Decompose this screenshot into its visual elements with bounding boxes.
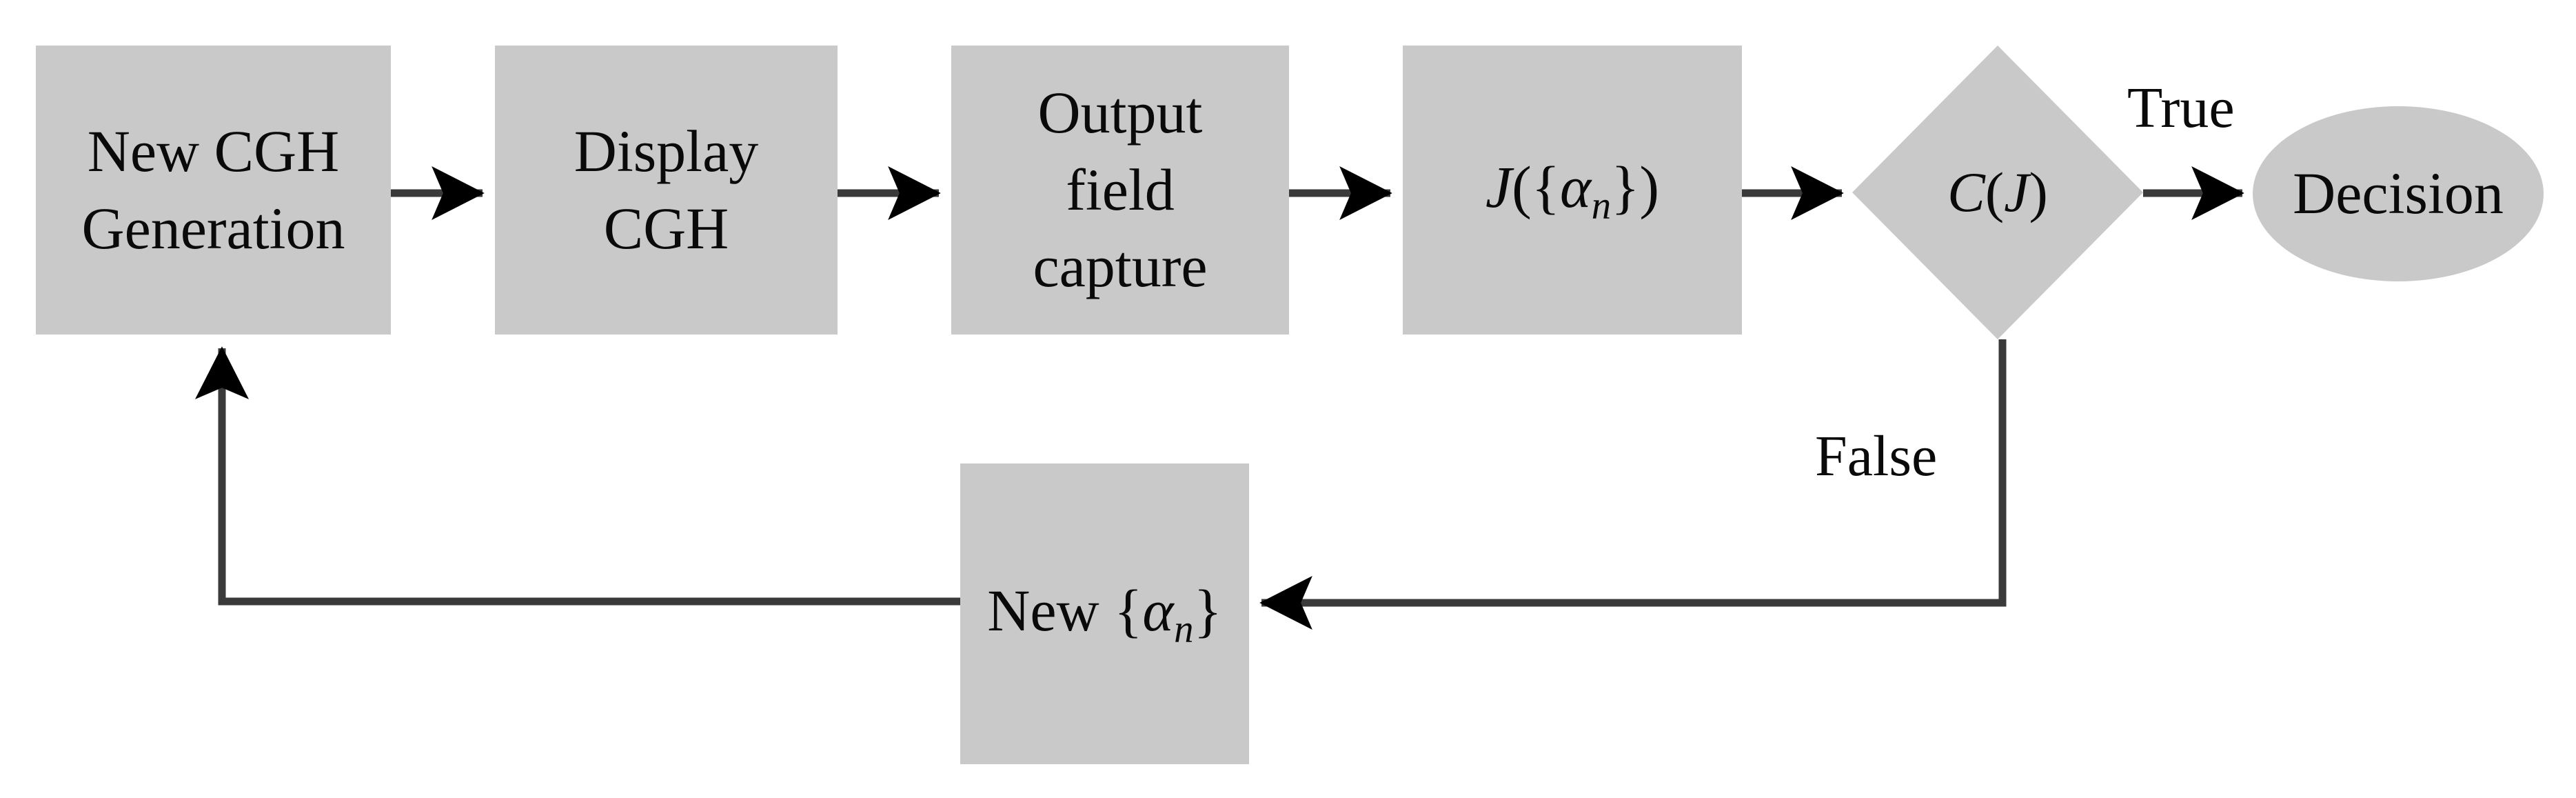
node-decision-shape[interactable] bbox=[2253, 106, 2544, 281]
node-new-alpha-set-shape[interactable] bbox=[960, 463, 1249, 764]
node-cost-function-shape[interactable] bbox=[1403, 46, 1742, 335]
node-convergence-check-shape[interactable] bbox=[1852, 46, 2143, 339]
edge-new-alpha-to-new-cgh-feedback bbox=[194, 346, 960, 606]
node-output-field-capture-shape[interactable] bbox=[951, 46, 1289, 335]
edge-convergence-to-new-alpha-false bbox=[1259, 339, 2007, 630]
node-display-cgh-shape[interactable] bbox=[495, 46, 838, 335]
edge-label-true: True bbox=[2127, 76, 2235, 140]
edge-label-false: False bbox=[1815, 424, 1938, 488]
node-new-cgh-generation-shape[interactable] bbox=[36, 46, 391, 335]
